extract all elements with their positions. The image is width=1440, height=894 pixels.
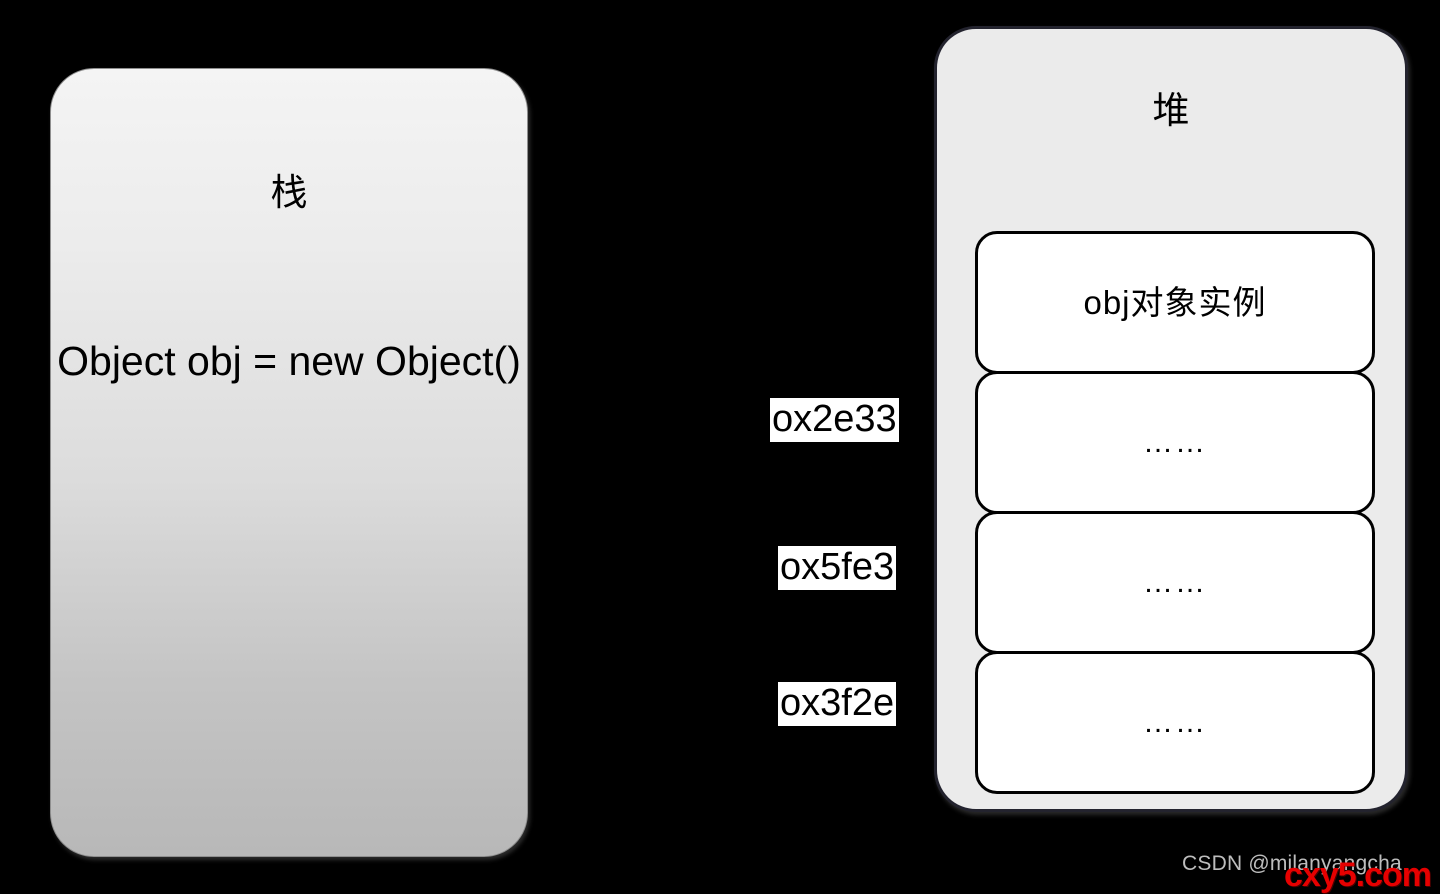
heap-slot-label: obj对象实例 bbox=[1083, 284, 1267, 321]
heap-title: 堆 bbox=[1152, 90, 1190, 131]
stack-code-text: Object obj = new Object() bbox=[57, 338, 521, 384]
address-label: ox3f2e bbox=[778, 682, 897, 727]
heap-container: 堆 obj对象实例 …… …… …… bbox=[934, 26, 1408, 812]
heap-slot: …… bbox=[975, 511, 1375, 654]
heap-slot-label: …… bbox=[1143, 425, 1207, 459]
stack-title: 栈 bbox=[270, 172, 308, 213]
csdn-watermark: CSDN @milanyangcha bbox=[1182, 852, 1402, 875]
heap-slot: …… bbox=[975, 371, 1375, 514]
heap-slot: obj对象实例 bbox=[975, 231, 1375, 374]
stack-container: 栈 Object obj = new Object() bbox=[50, 68, 528, 857]
address-label: ox5fe3 bbox=[778, 546, 897, 591]
heap-slot-list: obj对象实例 …… …… …… bbox=[975, 231, 1375, 794]
heap-slot-label: …… bbox=[1143, 565, 1207, 599]
address-label: ox2e33 bbox=[770, 398, 899, 443]
heap-slot: …… bbox=[975, 651, 1375, 794]
site-watermark: cxy5.com bbox=[1284, 856, 1432, 894]
heap-slot-label: …… bbox=[1143, 705, 1207, 739]
